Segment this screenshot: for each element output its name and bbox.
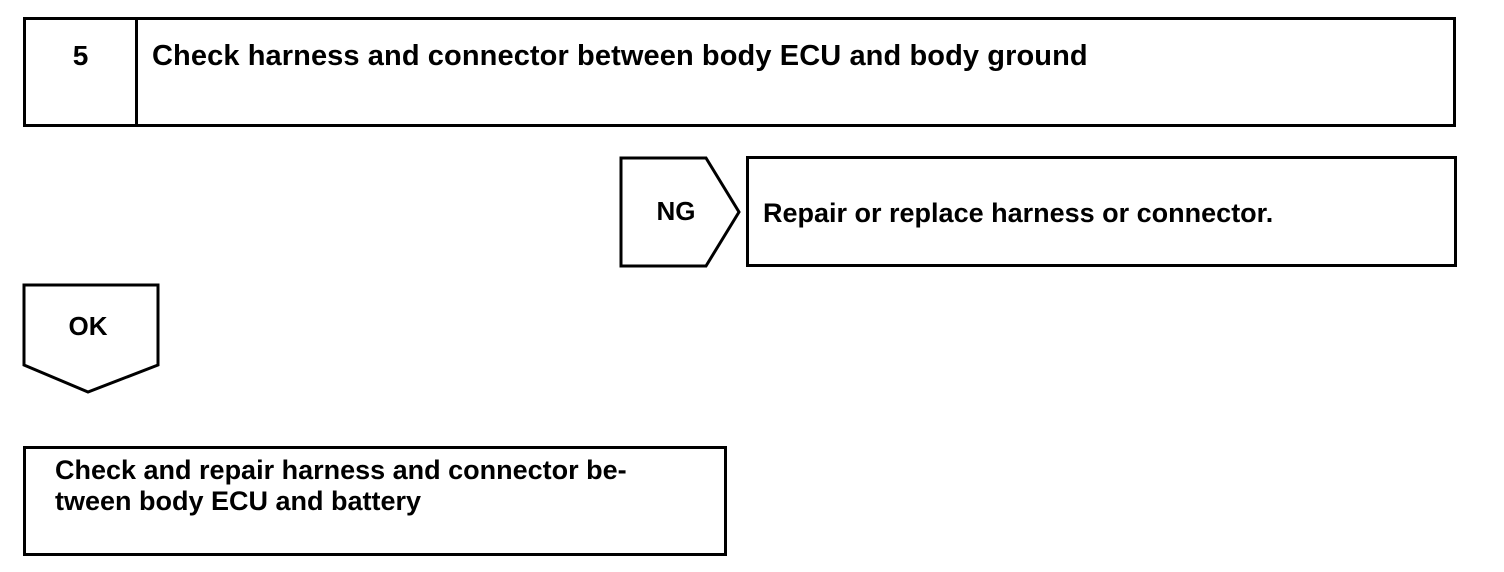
ng-action-text: Repair or replace harness or connector. [763, 198, 1274, 228]
step-title: Check harness and connector between body… [152, 40, 1088, 72]
next-step-line-1: Check and repair harness and connector b… [55, 455, 627, 485]
ng-arrow-shape [619, 156, 741, 268]
next-step-box: Check and repair harness and connector b… [23, 446, 727, 556]
ok-label: OK [68, 311, 108, 341]
step-number-cell: 5 [26, 20, 138, 124]
ng-label: NG [656, 196, 696, 226]
ng-action-box: Repair or replace harness or connector. [746, 156, 1457, 267]
next-step-text: Check and repair harness and connector b… [55, 455, 715, 517]
step-box: 5 Check harness and connector between bo… [23, 17, 1456, 127]
ok-arrow-shape [22, 283, 160, 394]
next-step-line-2: tween body ECU and battery [55, 486, 422, 516]
step-number: 5 [72, 40, 89, 71]
